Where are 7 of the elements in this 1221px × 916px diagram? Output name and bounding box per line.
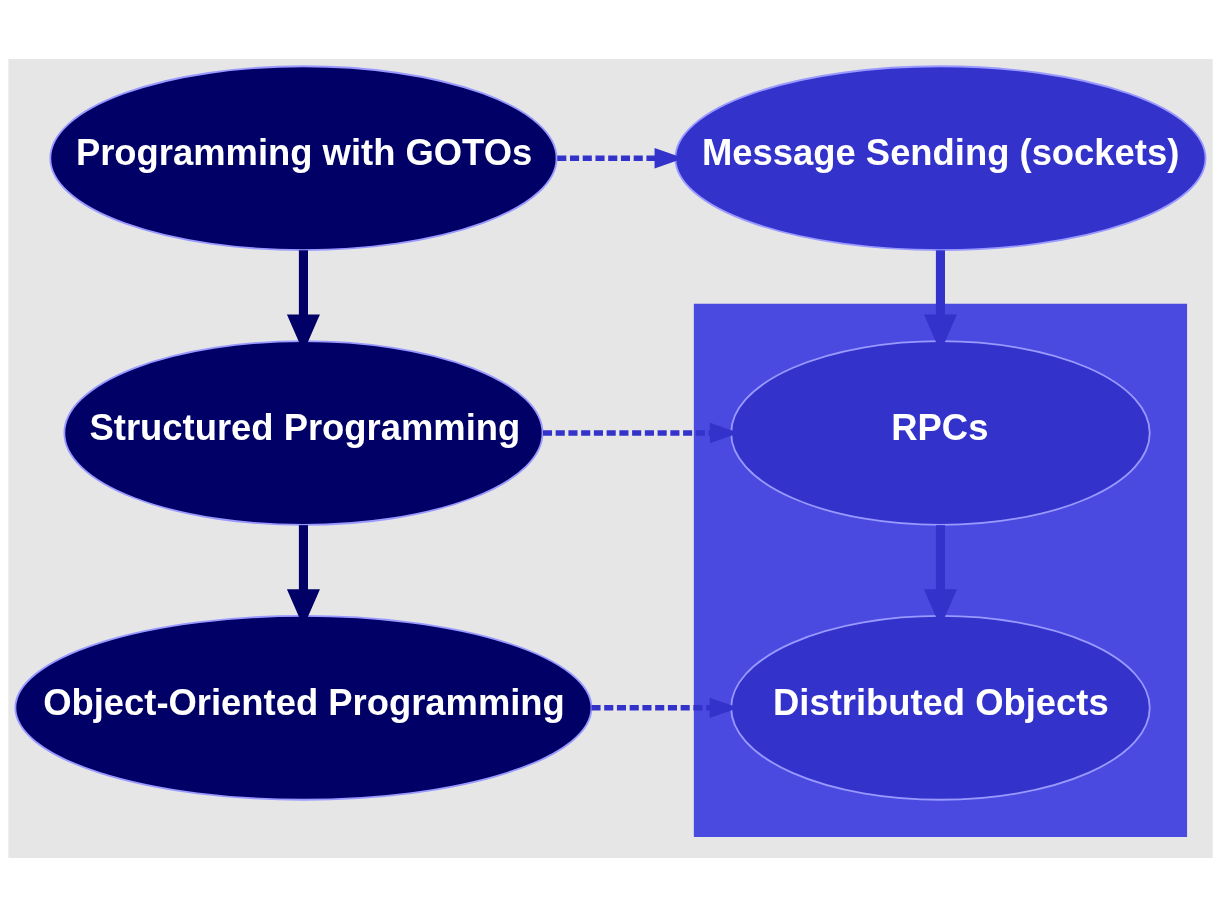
cluster [693,303,1188,837]
node-ellipse: Message Sending (sockets) [674,64,1207,251]
node-ellipse: Structured Programming [63,339,544,526]
node-ellipse: Programming with GOTOs [49,64,558,251]
node-ellipse: Distributed Objects [730,614,1151,801]
node-ellipse: Object-Oriented Programming [14,614,593,801]
node-ellipse: RPCs [730,339,1151,526]
